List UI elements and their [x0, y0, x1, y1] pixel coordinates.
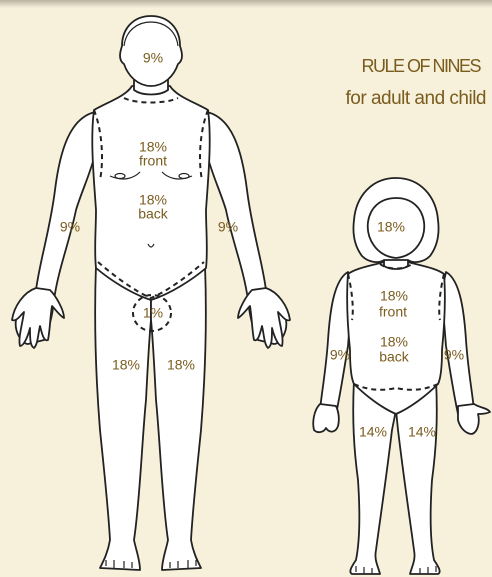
child-head-label: 18% — [377, 221, 405, 234]
child-left-hand — [313, 404, 339, 432]
child-figure — [313, 178, 490, 574]
adult-left-leg-label: 18% — [112, 359, 140, 372]
child-trunk-front-word: front — [379, 306, 407, 319]
child-trunk-back-value: 18% — [380, 336, 408, 349]
child-trunk-back-word: back — [379, 351, 409, 364]
diagram-subtitle: for adult and child — [346, 88, 487, 110]
diagram-title: RULE OF NINES — [361, 56, 480, 77]
child-left-arm-label: 9% — [330, 349, 350, 362]
child-left-leg-label: 14% — [359, 426, 387, 439]
adult-head-label: 9% — [143, 52, 163, 65]
adult-right-arm-label: 9% — [218, 221, 238, 234]
child-right-arm — [442, 272, 474, 414]
child-right-hand — [458, 404, 490, 434]
child-right-leg-label: 14% — [408, 426, 436, 439]
adult-figure — [12, 16, 290, 570]
adult-trunk-front-word: front — [139, 155, 167, 168]
adult-right-leg-label: 18% — [167, 359, 195, 372]
adult-trunk-back-word: back — [138, 208, 168, 221]
child-trunk-front-value: 18% — [380, 290, 408, 303]
adult-left-arm-label: 9% — [60, 221, 80, 234]
child-right-arm-label: 9% — [444, 349, 464, 362]
adult-groin-label: 1% — [143, 307, 163, 320]
